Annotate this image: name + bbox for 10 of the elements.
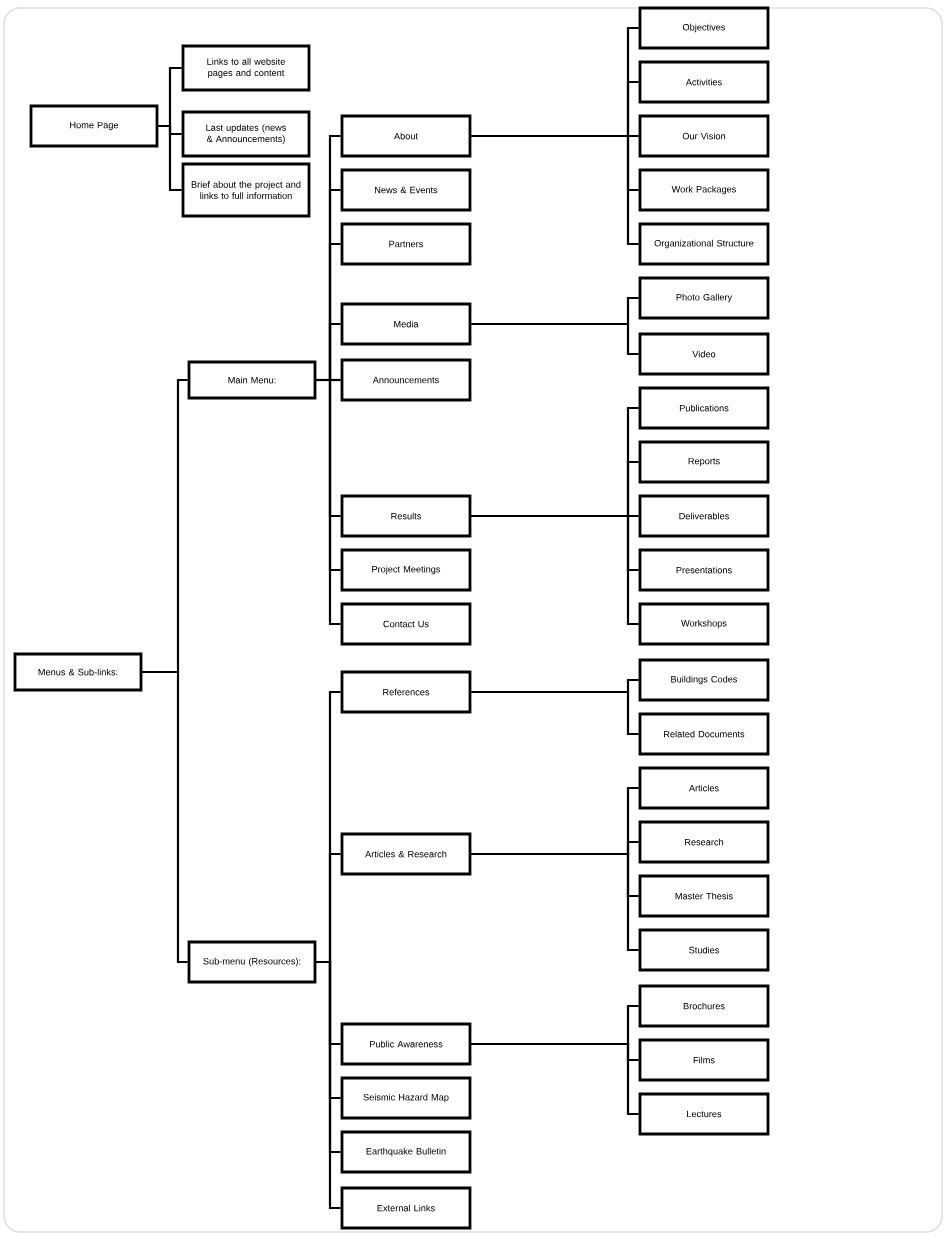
connector-line: [471, 514, 639, 626]
connector-line: [471, 690, 639, 736]
connector-line: [471, 1042, 639, 1116]
connector-line: [471, 852, 639, 952]
connector-line: [142, 670, 188, 964]
connector-line: [471, 134, 639, 246]
connector-line: [158, 124, 182, 192]
connector-line: [316, 378, 341, 626]
connector-line: [316, 960, 341, 1210]
connector-line: [471, 322, 639, 356]
